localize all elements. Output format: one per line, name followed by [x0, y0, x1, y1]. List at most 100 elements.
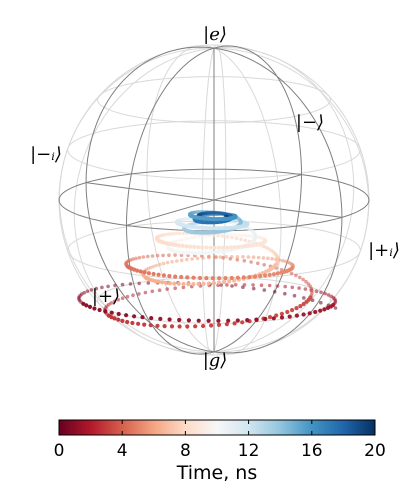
trajectory-point — [243, 233, 247, 238]
trajectory-point — [301, 277, 305, 282]
trajectory-point — [134, 256, 138, 261]
trajectory-point — [326, 293, 331, 297]
trajectory-point — [279, 311, 284, 316]
trajectory-point — [135, 268, 140, 273]
state-trajectory — [77, 210, 338, 329]
trajectory-point — [146, 281, 151, 285]
trajectory-point — [298, 275, 302, 280]
trajectory-point — [283, 291, 287, 296]
trajectory-point — [193, 235, 197, 240]
trajectory-point — [150, 289, 155, 294]
trajectory-point — [196, 245, 201, 250]
trajectory-point — [274, 313, 279, 318]
trajectory-point — [211, 217, 216, 222]
trajectory-point — [143, 290, 148, 295]
trajectory-point — [185, 275, 190, 280]
label-plus-state: |+⟩ — [92, 286, 120, 307]
trajectory-point — [236, 244, 241, 250]
trajectory-point — [156, 272, 161, 277]
trajectory-point — [287, 314, 292, 319]
trajectory-point — [150, 254, 155, 258]
trajectory-point — [181, 231, 185, 236]
trajectory-point — [116, 311, 121, 317]
trajectory-point — [146, 271, 151, 276]
trajectory-point — [241, 275, 246, 280]
trajectory-point — [188, 244, 193, 249]
trajectory-point — [173, 242, 178, 248]
trajectory-point — [141, 255, 146, 259]
trajectory-point — [243, 238, 247, 243]
trajectory-point — [179, 258, 184, 263]
trajectory-point — [177, 231, 182, 236]
trajectory-point — [297, 286, 301, 290]
trajectory-point — [223, 248, 228, 253]
trajectory-point — [310, 298, 315, 303]
trajectory-point — [196, 235, 201, 239]
trajectory-point — [146, 254, 150, 259]
trajectory-point — [266, 256, 270, 261]
colorbar-tick-label: 20 — [364, 441, 386, 461]
trajectory-point — [210, 226, 215, 231]
trajectory-point — [195, 256, 200, 261]
trajectory-point — [275, 284, 280, 288]
trajectory-point — [177, 243, 182, 248]
trajectory-point — [262, 263, 267, 267]
trajectory-point — [158, 262, 162, 267]
trajectory-point — [301, 312, 306, 317]
trajectory-point — [176, 281, 181, 286]
trajectory-point — [209, 250, 214, 255]
trajectory-point — [204, 245, 209, 250]
trajectory-point — [137, 255, 142, 260]
colorbar-tick-label: 12 — [238, 441, 260, 461]
trajectory-point — [201, 323, 206, 329]
trajectory-point — [267, 283, 272, 288]
trajectory-point — [242, 283, 247, 287]
trajectory-point — [120, 318, 125, 323]
trajectory-point — [322, 307, 327, 312]
trajectory-point — [193, 324, 198, 329]
trajectory-point — [193, 251, 198, 256]
trajectory-point — [251, 283, 255, 287]
trajectory-point — [235, 318, 240, 323]
trajectory-point — [323, 291, 327, 296]
trajectory-point — [239, 237, 243, 242]
trajectory-point — [319, 300, 323, 305]
trajectory-point — [87, 304, 93, 309]
trajectory-point — [313, 309, 318, 315]
trajectory-point — [203, 234, 208, 238]
trajectory-point — [201, 281, 206, 286]
trajectory-point — [163, 280, 168, 285]
colorbar-tick-label: 16 — [301, 441, 323, 461]
trajectory-point — [235, 254, 240, 259]
label-ground-state: |g⟩ — [203, 350, 228, 371]
label-minus-i-state: |−ᵢ⟩ — [30, 144, 62, 165]
trajectory-point — [292, 293, 297, 298]
trajectory-point — [167, 281, 173, 286]
trajectory-point — [230, 254, 234, 259]
trajectory-point — [196, 251, 201, 256]
trajectory-point — [170, 242, 175, 247]
trajectory-point — [173, 274, 178, 279]
trajectory-point — [125, 319, 130, 325]
trajectory-point — [212, 245, 217, 250]
trajectory-point — [157, 288, 162, 293]
trajectory-point — [109, 310, 114, 315]
trajectory-point — [200, 245, 205, 250]
trajectory-point — [290, 285, 295, 290]
trajectory-point — [246, 234, 250, 238]
trajectory-point — [196, 281, 201, 287]
trajectory-point — [230, 284, 234, 288]
trajectory-point — [161, 273, 166, 278]
trajectory-point — [168, 232, 172, 236]
trajectory-point — [179, 253, 184, 257]
trajectory-point — [165, 287, 169, 291]
trajectory-point — [224, 245, 230, 250]
trajectory-point — [224, 254, 228, 259]
trajectory-point — [174, 231, 178, 236]
trajectory-point — [155, 323, 160, 328]
trajectory-point — [165, 260, 170, 265]
trajectory-point — [172, 281, 177, 286]
trajectory-point — [303, 287, 308, 291]
